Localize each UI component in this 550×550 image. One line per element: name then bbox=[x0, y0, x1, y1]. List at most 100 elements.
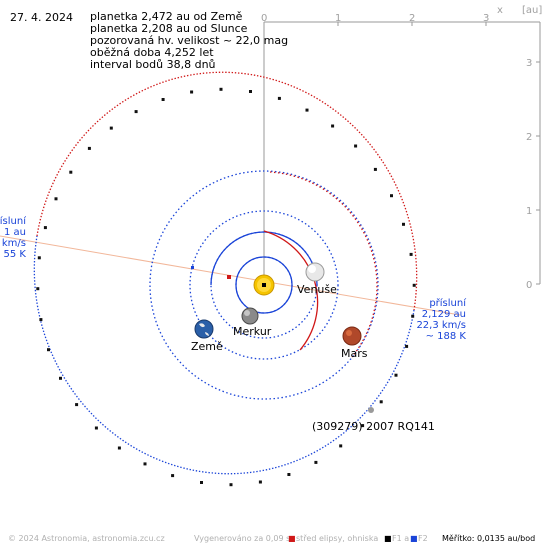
orbit-point bbox=[87, 146, 91, 150]
orbit-point bbox=[39, 318, 43, 322]
x-axis-label: x bbox=[497, 5, 503, 16]
mercury-label: Merkur bbox=[233, 325, 272, 338]
mercury-arc-lower bbox=[235, 284, 293, 314]
orbit-point bbox=[354, 144, 358, 148]
orbit-point bbox=[361, 424, 365, 428]
date-label: 27. 4. 2024 bbox=[10, 11, 73, 24]
info-line-period: oběžná doba 4,252 let bbox=[90, 46, 214, 59]
orbit-point bbox=[37, 256, 41, 260]
info-line-magnitude: pozorovaná hv. velikost ~ 22,0 mag bbox=[90, 34, 289, 47]
orbit-point bbox=[412, 283, 416, 287]
orbit-point bbox=[54, 197, 58, 201]
footer-generated: Vygenerováno za 0,09 s bbox=[194, 534, 291, 543]
orbit-point bbox=[109, 126, 113, 130]
legend-center-marker: ■ bbox=[288, 534, 296, 543]
info-line-distance-earth: planetka 2,472 au od Země bbox=[90, 10, 243, 23]
orbit-point bbox=[373, 167, 377, 171]
orbit-point bbox=[59, 376, 62, 380]
orbit-point bbox=[379, 400, 383, 404]
orbit-point bbox=[331, 124, 335, 128]
focus-f1 bbox=[262, 283, 266, 287]
orbit-point bbox=[390, 194, 393, 198]
venus-label: Venuše bbox=[297, 283, 337, 296]
orbit-point bbox=[411, 314, 415, 318]
info-line-distance-sun: planetka 2,208 au od Slunce bbox=[90, 22, 248, 35]
ellipse-center bbox=[227, 275, 231, 279]
mars-arc bbox=[269, 171, 378, 358]
aphelion-line-2: 1 au bbox=[3, 227, 26, 238]
info-panel: planetka 2,472 au od Země planetka 2,208… bbox=[90, 11, 288, 71]
venus-arc bbox=[210, 231, 318, 286]
asteroid-label: (309279) 2007 RQ141 bbox=[312, 420, 435, 433]
axis-labels: 0 1 2 3 x [au] 3 2 1 0 bbox=[261, 5, 542, 291]
perihelion-info: přísluní 2,129 au 22,3 km/s ~ 188 K bbox=[410, 298, 466, 342]
orbit-arcs bbox=[210, 171, 378, 358]
y-tick-3: 3 bbox=[526, 58, 532, 69]
x-tick-1: 1 bbox=[335, 13, 341, 24]
y-tick-0: 0 bbox=[526, 280, 532, 291]
mercury-arc bbox=[235, 256, 293, 286]
orbit-point bbox=[402, 222, 405, 226]
orbit-point bbox=[229, 483, 233, 487]
legend-f2-marker: ■ bbox=[410, 534, 418, 543]
orbit-point bbox=[277, 96, 281, 100]
orbit-points bbox=[36, 87, 416, 487]
earth-label: Země bbox=[191, 340, 223, 353]
orbit-point bbox=[409, 252, 413, 256]
orbit-point bbox=[305, 108, 309, 112]
aphelion-info: řísluní 1 au 2 km/s 55 K bbox=[0, 216, 26, 260]
axes bbox=[263, 21, 541, 285]
mars-label: Mars bbox=[341, 347, 368, 360]
focus-f2 bbox=[191, 266, 194, 269]
mars-orbit bbox=[149, 170, 379, 400]
orbit-point bbox=[117, 446, 121, 450]
footer: © 2024 Astronomia, astronomia.zcu.cz Vyg… bbox=[0, 532, 550, 546]
x-tick-0: 0 bbox=[261, 13, 267, 24]
mercury-planet bbox=[241, 307, 259, 325]
orbit-point bbox=[134, 110, 138, 114]
unit-label: [au] bbox=[522, 5, 542, 16]
orbit-point bbox=[249, 90, 252, 93]
orbit-point bbox=[200, 481, 203, 484]
mars-planet bbox=[342, 326, 362, 346]
orbit-point bbox=[190, 90, 194, 94]
perihelion-line-4: ~ 188 K bbox=[425, 331, 466, 342]
perihelion-line-2: 2,129 au bbox=[421, 309, 466, 320]
orbit-point bbox=[314, 460, 318, 464]
aphelion-line-3: 2 km/s bbox=[0, 238, 26, 249]
footer-copyright[interactable]: © 2024 Astronomia, astronomia.zcu.cz bbox=[8, 534, 165, 543]
asteroid-orbit-north bbox=[36, 71, 418, 311]
legend-f1-marker: ■ bbox=[384, 534, 392, 543]
sun bbox=[253, 274, 275, 296]
perihelion-line-3: 22,3 km/s bbox=[416, 320, 466, 331]
y-tick-2: 2 bbox=[526, 132, 532, 143]
orbit-point bbox=[69, 170, 73, 174]
venus-planet bbox=[305, 262, 325, 282]
aphelion-line-1: řísluní bbox=[0, 216, 26, 227]
footer-legend-f2: F2 bbox=[418, 534, 428, 543]
orbit-point bbox=[94, 426, 98, 430]
orbit-point bbox=[394, 373, 398, 377]
earth-planet bbox=[194, 319, 214, 339]
orbit-point bbox=[339, 444, 343, 448]
orbit-point bbox=[75, 403, 79, 407]
footer-scale: Měřítko: 0,0135 au/bod bbox=[442, 534, 536, 543]
orbit-point bbox=[287, 473, 291, 476]
orbit-point bbox=[47, 348, 50, 352]
aphelion-line-4: 55 K bbox=[3, 249, 26, 260]
orbit-point bbox=[405, 344, 409, 348]
asteroid-marker bbox=[368, 407, 374, 413]
earth-orbit bbox=[189, 210, 339, 360]
footer-legend-center: střed elipsy, ohniska bbox=[296, 534, 379, 543]
orbit-point bbox=[171, 474, 175, 478]
asteroid-orbit bbox=[33, 71, 418, 475]
y-tick-1: 1 bbox=[526, 206, 532, 217]
x-tick-2: 2 bbox=[409, 13, 415, 24]
asteroid-orbit-south bbox=[33, 235, 415, 475]
orbit-point bbox=[161, 98, 165, 101]
footer-legend-f1: F1 a bbox=[392, 534, 410, 543]
info-line-interval: interval bodů 38,8 dnů bbox=[90, 58, 216, 71]
orbit-point bbox=[36, 287, 40, 291]
perihelion-line-1: přísluní bbox=[429, 298, 466, 309]
